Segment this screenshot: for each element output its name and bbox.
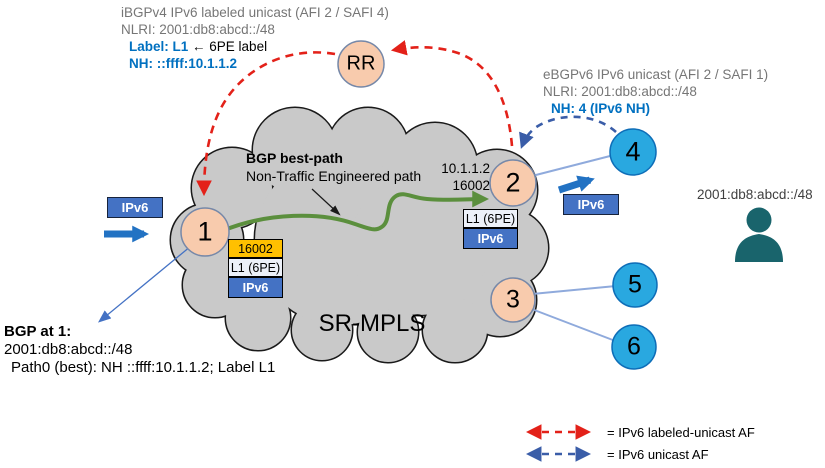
node-2-circle [489, 159, 537, 207]
bgp-at-1-block: BGP at 1: 2001:db8:abcd::/48 Path0 (best… [4, 323, 275, 377]
legend-labeled-unicast: = IPv6 labeled-unicast AF [607, 425, 755, 440]
bgp-at-1-prefix: 2001:db8:abcd::/48 [4, 341, 133, 358]
ebgp-nexthop: NH: 4 (IPv6 NH) [551, 101, 651, 116]
bestpath-subtitle: Non-Traffic Engineered path [246, 168, 422, 184]
ebgp-line1: eBGPv6 IPv6 unicast (AFI 2 / SAFI 1) [543, 67, 769, 82]
cloud-label: SR-MPLS [318, 310, 426, 337]
node-5-circle [612, 262, 658, 308]
ebgp-annotation: eBGPv6 IPv6 unicast (AFI 2 / SAFI 1) NLR… [543, 66, 768, 117]
link-node3-node6 [528, 307, 619, 343]
ibgp-nexthop: NH: ::ffff:10.1.1.2 [129, 56, 238, 71]
bgp-at-1-path: Path0 (best): NH ::ffff:10.1.1.2; Label … [11, 359, 276, 376]
node1-stack-sid: 16002 [228, 239, 283, 258]
blue-dashed-node4-to-node2 [519, 115, 617, 149]
node-6-circle [611, 324, 657, 370]
bestpath-pointer-arrow [311, 188, 341, 216]
node2-info: 10.1.1.2 16002 [420, 160, 490, 194]
node-3-circle [490, 277, 536, 323]
red-dashed-node2-to-rr [390, 40, 514, 147]
rr-node-circle [337, 40, 385, 88]
node-1-circle [180, 207, 230, 257]
bgp-at-1-title: BGP at 1: [4, 323, 72, 340]
flow-arrow-right [557, 175, 595, 194]
ebgp-line2: NLRI: 2001:db8:abcd::/48 [543, 84, 697, 99]
node-1-label: 1 [197, 216, 213, 247]
node-5-label: 5 [628, 270, 642, 299]
ibgp-line2: NLRI: 2001:db8:abcd::/48 [121, 22, 275, 37]
node1-stack-6pe-label: L1 (6PE) [228, 258, 283, 277]
ibgp-annotation: iBGPv4 IPv6 labeled unicast (AFI 2 / SAF… [121, 4, 389, 72]
node-2-label: 2 [505, 167, 521, 198]
legend-unicast: = IPv6 unicast AF [607, 447, 709, 462]
host-prefix: 2001:db8:abcd::/48 [697, 187, 813, 202]
bestpath-annotation: BGP best-path Non-Traffic Engineered pat… [246, 149, 421, 185]
green-best-path [221, 190, 490, 233]
ibgp-line1: iBGPv4 IPv6 labeled unicast (AFI 2 / SAF… [121, 5, 389, 20]
link-node3-node5 [531, 285, 617, 295]
node-4-circle [609, 128, 657, 176]
node2-stack-6pe-label: L1 (6PE) [463, 209, 518, 228]
node-4-label: 4 [625, 136, 641, 167]
node2-sid: 16002 [452, 178, 490, 193]
flow-label-left: IPv6 [107, 197, 163, 218]
bestpath-title: BGP best-path [246, 150, 343, 166]
ibgp-label-value: Label: L1 [129, 39, 189, 54]
arrow-node1-to-bgp-table [97, 245, 192, 323]
link-node2-node4 [527, 154, 615, 178]
ibgp-label-line: Label: L1 ← 6PE label [121, 38, 389, 55]
ibgp-label-note: ← 6PE label [192, 39, 268, 54]
rr-node-label: RR [346, 52, 376, 75]
node-3-label: 3 [506, 285, 520, 314]
node-6-label: 6 [627, 332, 641, 361]
person-icon [735, 207, 783, 262]
node1-stack-ipv6: IPv6 [228, 277, 283, 298]
node2-stack-ipv6: IPv6 [463, 228, 518, 249]
node2-ip: 10.1.1.2 [441, 161, 490, 176]
flow-label-right: IPv6 [563, 194, 619, 215]
